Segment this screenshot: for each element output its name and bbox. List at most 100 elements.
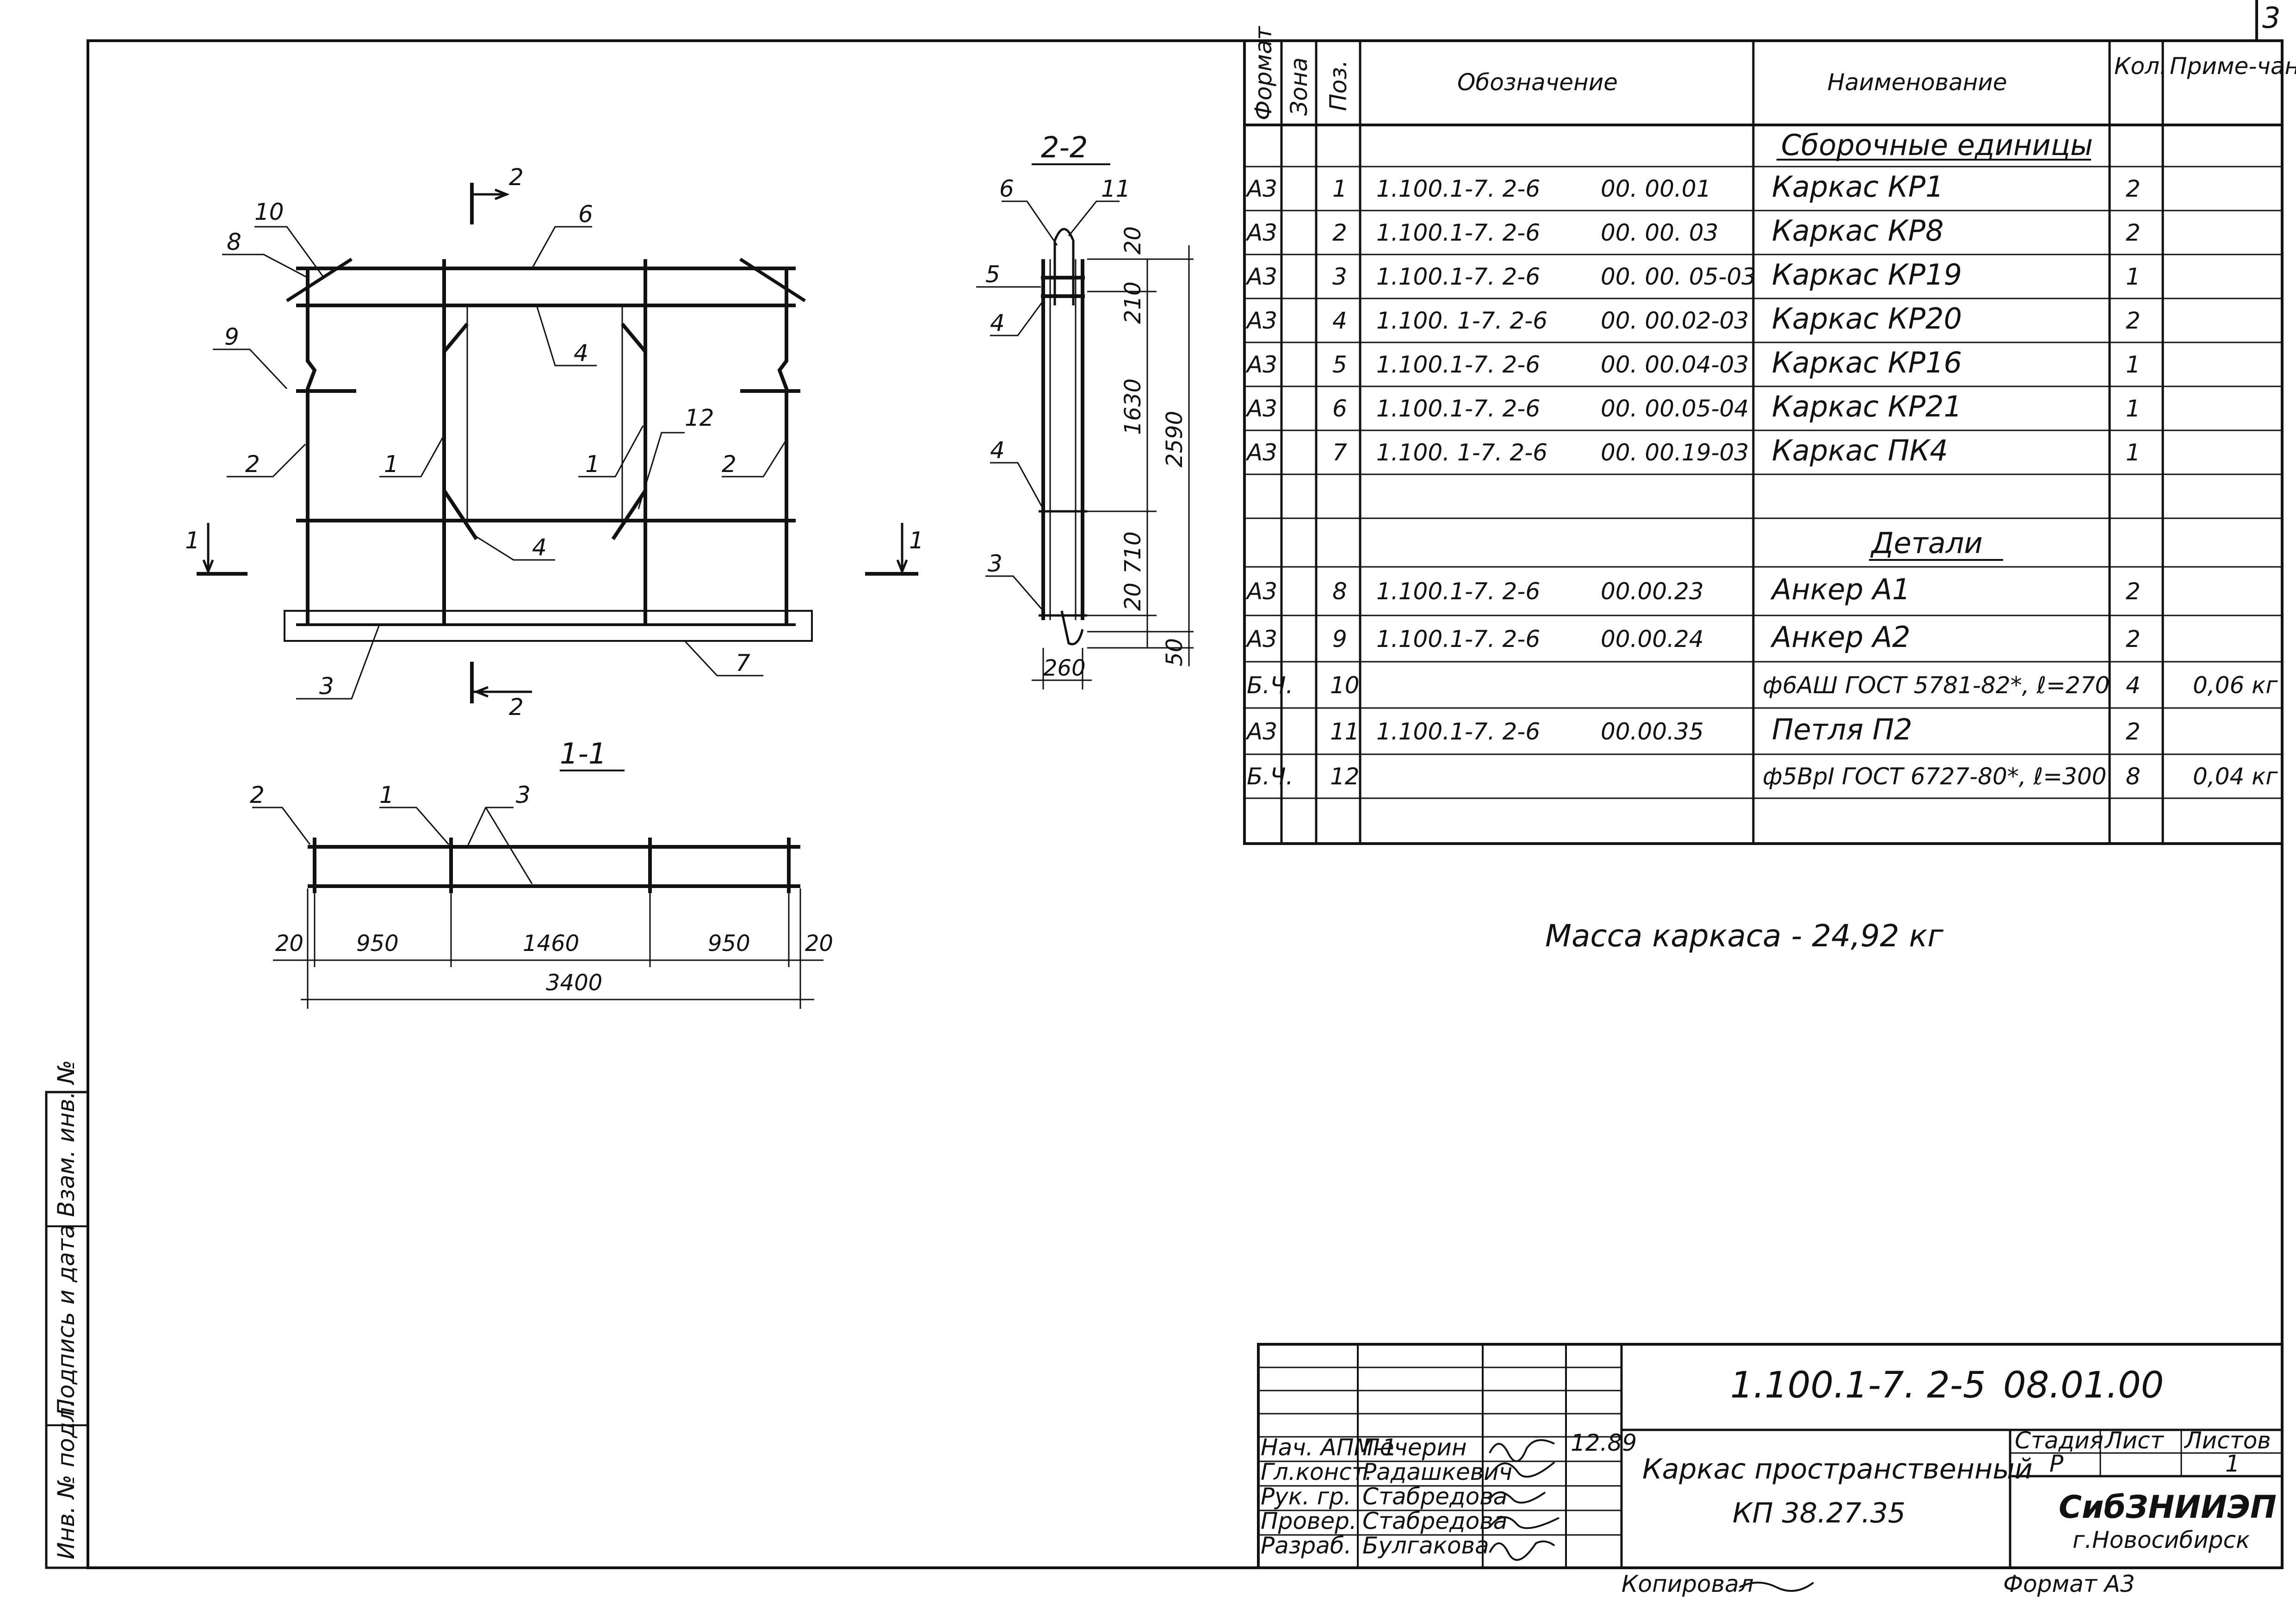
dim-3400: 3400 [546, 970, 602, 996]
s22-callout-3: 3 [988, 550, 1003, 577]
svg-text:А3: А3 [1245, 439, 1277, 466]
callout-8: 8 [227, 229, 241, 255]
svg-text:1.100.1-7. 2-6: 1.100.1-7. 2-6 [1376, 626, 1540, 652]
role-3: Рук. гр. [1261, 1483, 1351, 1510]
doc-suffix: 08.01.00 [2003, 1365, 2164, 1406]
table-row: Б.Ч. 12 ф5ВрI ГОСТ 6727-80*, ℓ=300 8 0,0… [1247, 763, 2278, 790]
format-label: Формат А3 [2003, 1571, 2135, 1597]
svg-text:Б.Ч.: Б.Ч. [1247, 672, 1293, 699]
sheet-corner-number: 3 [2262, 1, 2280, 35]
svg-text:6: 6 [1332, 395, 1347, 422]
svg-text:00.00.23: 00.00.23 [1601, 578, 1704, 605]
svg-text:11: 11 [1330, 718, 1360, 745]
callout-9: 9 [224, 323, 239, 350]
svg-text:1: 1 [2126, 439, 2141, 466]
name-3: Стабредова [1362, 1483, 1507, 1510]
s22-dim-20-top: 20 [1120, 226, 1146, 255]
svg-text:1.100.1-7. 2-6: 1.100.1-7. 2-6 [1376, 175, 1540, 202]
svg-text:00.00.24: 00.00.24 [1601, 626, 1704, 652]
svg-text:1.100.1-7. 2-6: 1.100.1-7. 2-6 [1376, 263, 1540, 290]
svg-text:Б.Ч.: Б.Ч. [1247, 763, 1293, 790]
svg-text:0,04 кг: 0,04 кг [2193, 763, 2278, 790]
sheets-value: 1 [2225, 1450, 2240, 1477]
hdr-zone: Зона [1286, 57, 1312, 116]
svg-text:2: 2 [2126, 626, 2141, 652]
svg-text:4: 4 [2126, 672, 2141, 699]
dim-1460: 1460 [523, 931, 579, 956]
stamp-inv-podl: Инв. № подл. [53, 1400, 80, 1559]
section-2-2 [976, 163, 1194, 689]
s22-dim-20-bottom: 20 [1120, 583, 1146, 611]
svg-text:Петля П2: Петля П2 [1772, 713, 1912, 746]
svg-text:Анкер А1: Анкер А1 [1770, 572, 1910, 606]
section-assemblies: Сборочные единицы [1781, 128, 2093, 162]
svg-text:А3: А3 [1245, 718, 1277, 745]
s22-callout-6: 6 [999, 175, 1014, 202]
stage-value: Р [2049, 1450, 2064, 1477]
svg-text:Каркас КР19: Каркас КР19 [1772, 258, 1962, 292]
svg-text:00. 00.05-04: 00. 00.05-04 [1601, 395, 1749, 422]
svg-text:А3: А3 [1245, 307, 1277, 334]
dim-20-right: 20 [805, 931, 833, 956]
doc-number: 1.100.1-7. 2-5 [1730, 1365, 1986, 1406]
section-1-1-labels: 1-1 2 1 3 20 950 1460 950 20 3400 [250, 737, 833, 996]
s22-callout-5: 5 [985, 261, 1000, 288]
title-line1: Каркас пространственный [1642, 1453, 2033, 1485]
svg-text:ф6АШ ГОСТ 5781-82*, ℓ=270: ф6АШ ГОСТ 5781-82*, ℓ=270 [1763, 672, 2110, 699]
callout-7: 7 [736, 650, 750, 677]
side-stamp: Инв. № подл. Подпись и дата Взам. инв. № [45, 1060, 89, 1569]
callout-4-bottom: 4 [532, 534, 547, 561]
svg-text:2: 2 [2126, 175, 2141, 202]
table-row: Б.Ч. 10 ф6АШ ГОСТ 5781-82*, ℓ=270 4 0,06… [1247, 672, 2278, 699]
table-row: А3 2 1.100.1-7. 2-6 00. 00. 03 Каркас КР… [1245, 214, 2141, 248]
svg-text:Каркас КР21: Каркас КР21 [1772, 390, 1962, 423]
s11-callout-1: 1 [379, 782, 394, 808]
svg-text:1: 1 [1332, 175, 1347, 202]
svg-text:8: 8 [1332, 578, 1347, 605]
svg-text:1.100.1-7. 2-6: 1.100.1-7. 2-6 [1376, 351, 1540, 378]
name-4: Стабредова [1362, 1508, 1507, 1534]
svg-text:Каркас КР8: Каркас КР8 [1772, 214, 1943, 248]
name-2: Радашкевич [1362, 1459, 1512, 1485]
role-1: Нач. АПМ-1 [1261, 1434, 1397, 1461]
section-mark-left: 1 [185, 527, 200, 554]
date: 12.89 [1571, 1429, 1637, 1456]
spec-table-grid [1243, 39, 2284, 845]
dim-950-left: 950 [356, 931, 399, 956]
svg-text:4: 4 [1332, 307, 1347, 334]
hdr-qty: Кол. [2114, 53, 2167, 80]
role-2: Гл.конст. [1261, 1459, 1373, 1485]
s22-dim-2590: 2590 [1162, 411, 1188, 467]
callout-2-left: 2 [245, 451, 260, 478]
plan-view [197, 183, 918, 703]
callout-6: 6 [578, 201, 593, 228]
name-5: Булгакова [1362, 1532, 1489, 1559]
title-block-grid [1257, 1343, 2284, 1569]
svg-text:2: 2 [2126, 718, 2141, 745]
svg-text:ф5ВрI ГОСТ 6727-80*, ℓ=300: ф5ВрI ГОСТ 6727-80*, ℓ=300 [1763, 763, 2106, 790]
s22-dim-260: 260 [1043, 655, 1086, 681]
callout-10: 10 [254, 199, 284, 225]
table-row: А3 1 1.100.1-7. 2-6 00. 00.01 Каркас КР1… [1245, 170, 2141, 204]
role-5: Разраб. [1261, 1532, 1351, 1559]
dim-20-left: 20 [275, 931, 303, 956]
spec-table-headers: Формат Зона Поз. Обозначение Наименовани… [1250, 25, 2296, 560]
svg-text:Каркас ПК4: Каркас ПК4 [1772, 434, 1948, 467]
table-row: А3 9 1.100.1-7. 2-6 00.00.24 Анкер А2 2 [1245, 620, 2141, 654]
stamp-vzam: Взам. инв. № [53, 1060, 80, 1217]
s22-dim-1630: 1630 [1120, 379, 1146, 435]
svg-text:А3: А3 [1245, 219, 1277, 246]
svg-text:0,06 кг: 0,06 кг [2193, 672, 2278, 699]
callout-2-right: 2 [722, 451, 736, 478]
hdr-pos: Поз. [1325, 60, 1352, 111]
section-mark-top: 2 [509, 164, 524, 191]
plan-labels: 2 2 1 1 10 8 9 2 1 1 12 2 6 4 4 3 7 [185, 164, 924, 720]
svg-text:А3: А3 [1245, 175, 1277, 202]
svg-text:А3: А3 [1245, 578, 1277, 605]
dim-950-right: 950 [708, 931, 750, 956]
hdr-note: Приме-чание [2170, 53, 2296, 80]
section-2-2-labels: 2-2 6 11 5 4 4 3 20 210 1630 710 20 50 2… [985, 130, 1188, 681]
table-row: А3 4 1.100. 1-7. 2-6 00. 00.02-03 Каркас… [1245, 302, 2141, 335]
svg-text:1.100.1-7. 2-6: 1.100.1-7. 2-6 [1376, 718, 1540, 745]
hdr-designation: Обозначение [1457, 69, 1618, 96]
